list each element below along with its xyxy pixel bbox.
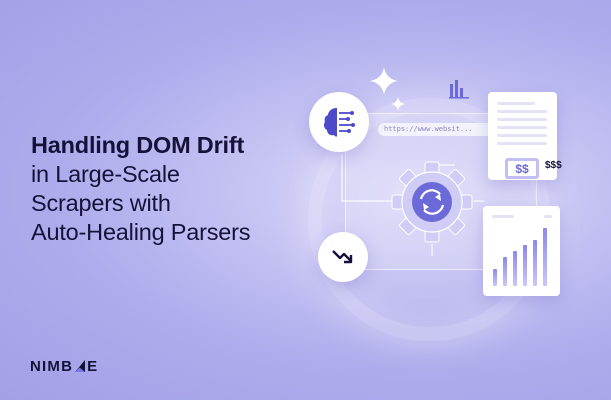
chart-bar [493, 269, 497, 286]
headline-line-2: Scrapers with [31, 190, 171, 216]
price-text: $$$ [545, 160, 562, 171]
chart-bar [513, 251, 517, 286]
chart-bar [543, 228, 547, 286]
logo-prefix: NIMB [30, 357, 74, 375]
chart-header-dot [544, 215, 552, 218]
bar-chart-card [483, 206, 560, 296]
url-bar: https://www.websit... [378, 123, 496, 136]
headline-line-3: Auto-Healing Parsers [31, 219, 251, 245]
chart-bar [533, 240, 537, 286]
logo-triangle-icon [75, 360, 86, 372]
trend-down-icon [332, 250, 353, 264]
nimble-logo: NIMB E [30, 356, 98, 376]
doc-line [497, 102, 535, 105]
doc-line [497, 110, 547, 113]
headline-bold-line: Handling DOM Drift [31, 132, 245, 158]
doc-line [497, 142, 547, 145]
headline: Handling DOM Drift in Large-Scale Scrape… [31, 131, 306, 247]
gear-sync [390, 160, 474, 244]
headline-line-1: in Large-Scale [31, 161, 180, 187]
chart-bar [503, 257, 507, 286]
doc-line [497, 134, 547, 137]
logo-suffix: E [87, 357, 99, 375]
chart-bar [523, 245, 527, 286]
brain-circle [309, 92, 369, 152]
doc-line [497, 126, 547, 129]
price-badge: $$ [505, 158, 539, 179]
chart-header-line [492, 215, 514, 218]
gear-sync-icon [391, 161, 473, 243]
doc-line [497, 118, 547, 121]
sparkle-icon [370, 67, 405, 111]
bar-chart-icon [449, 80, 469, 99]
brain-circuit-icon [323, 108, 355, 137]
trend-circle [318, 232, 368, 282]
document-card [488, 92, 557, 180]
